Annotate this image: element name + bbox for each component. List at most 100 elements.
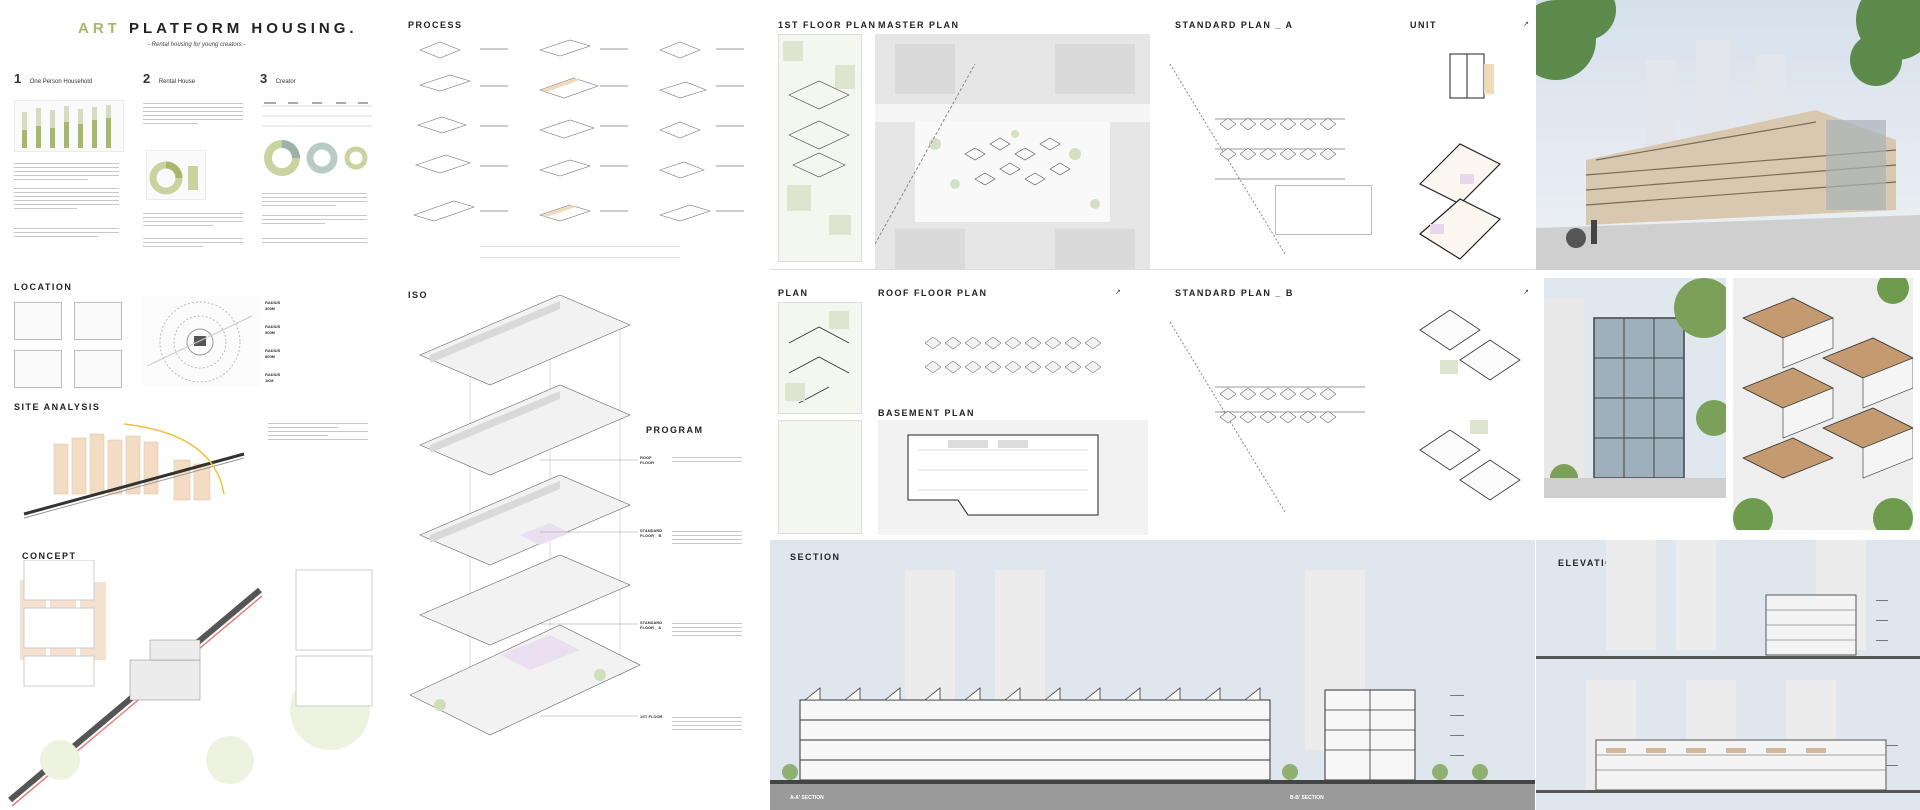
panel-intro: ART PLATFORM HOUSING. - Rental housing f…: [0, 0, 390, 810]
process-quote: [480, 246, 680, 258]
program-title: PROGRAM: [646, 425, 704, 435]
intro-item-2: 2 Rental House: [143, 70, 195, 88]
rental-donut-graphic: [146, 150, 206, 200]
render-exterior-main: [1536, 0, 1920, 270]
intro-text-3c: [262, 235, 367, 246]
section-label-bb: B-B' SECTION: [1290, 795, 1324, 801]
north-arrow-roof: ↗: [1115, 289, 1121, 296]
intro-text-2b: [143, 210, 243, 229]
location-map-4: [74, 350, 122, 388]
standard-plan-b-title: STANDARD PLAN _ B: [1175, 288, 1294, 298]
location-map-2: [74, 302, 122, 340]
basement-plan-title: BASEMENT PLAN: [878, 408, 976, 418]
first-floor-plan-drawing: [778, 34, 862, 262]
radius-sub-2: 500M: [265, 330, 276, 335]
process-title: PROCESS: [408, 20, 463, 30]
section-label-aa: A-A' SECTION: [790, 795, 824, 801]
creator-table-graphic: [262, 102, 372, 127]
render-balconies: [1733, 278, 1913, 530]
master-plan-title: MASTER PLAN: [878, 20, 960, 30]
site-analysis-notes: [268, 420, 368, 443]
household-bar-graphic: [14, 100, 124, 152]
program-notes-2: [672, 528, 742, 547]
radius-label-3: RADIUS: [265, 348, 281, 353]
section-drawing: [770, 570, 1535, 810]
intro-num-2: 2: [143, 71, 151, 86]
radius-sub-4: 1KM: [265, 378, 274, 383]
site-analysis-title: SITE ANALYSIS: [14, 402, 101, 412]
intro-label-2: Rental House: [158, 79, 196, 85]
intro-text-1: [14, 160, 119, 183]
iso-title: ISO: [408, 290, 429, 300]
concept-title: CONCEPT: [22, 551, 77, 561]
program-notes-3: [672, 620, 742, 639]
program-level-1f: 1ST FLOOR: [640, 714, 662, 719]
location-map-1: [14, 302, 62, 340]
render-courtyard: [1544, 278, 1726, 498]
page-subtitle: - Rental housing for young creators -: [148, 42, 246, 48]
program-level-1f-name: 1ST FLOOR: [640, 714, 663, 719]
radius-label-1: RADIUS: [265, 300, 281, 305]
standard-plan-b-drawing: [1169, 321, 1365, 513]
elevation-title: ELEVATION: [1558, 558, 1622, 568]
intro-item-3: 3 Creator: [260, 70, 296, 88]
north-arrow-plan-b: ↗: [1523, 289, 1529, 296]
location-map-3: [14, 350, 62, 388]
standard-plan-a-legend: [1275, 185, 1372, 235]
program-level-b-name: STANDARD: [640, 528, 663, 533]
standard-plan-a-drawing: [1169, 63, 1345, 255]
intro-label-3: Creator: [275, 79, 296, 85]
page-title-accent: ART: [78, 20, 121, 37]
first-floor-plan-title: 1ST FLOOR PLAN: [778, 20, 877, 30]
concept-graphic: [8, 560, 373, 807]
program-notes-4: [672, 714, 742, 733]
elevation-drawing: [1536, 540, 1920, 793]
roof-floor-plan-title: ROOF FLOOR PLAN: [878, 288, 988, 298]
site-analysis-graphic: [14, 414, 264, 524]
unit-drawings: [1418, 53, 1502, 260]
section-title: SECTION: [790, 552, 841, 562]
location-title: LOCATION: [14, 282, 73, 292]
panel-plans-top: 1ST FLOOR PLAN MASTER PLAN STANDARD PLAN…: [770, 0, 1535, 270]
first-floor-plan-lines: [783, 41, 855, 235]
plan-upper-lines: [785, 311, 850, 404]
panel-section: SECTION A-A' SECTION B-B' SECTION: [770, 540, 1535, 810]
program-level-a-sub: FLOOR _ A: [640, 625, 662, 630]
standard-plan-b-units: [1419, 309, 1521, 501]
intro-text-3b: [262, 212, 367, 227]
intro-label-1: One Person Household: [29, 79, 93, 85]
process-diagrams: [413, 39, 744, 222]
intro-text-1c: [14, 225, 119, 240]
master-plan-drawing: [875, 34, 1150, 269]
plan-drawing-lower: [778, 420, 862, 534]
intro-num-3: 3: [260, 71, 268, 86]
intro-text-3: [262, 190, 367, 209]
program-level-b-sub: FLOOR _ B: [640, 533, 662, 538]
iso-exploded-axonometric: [409, 295, 641, 736]
basement-plan-lines: [907, 434, 1099, 516]
intro-text-2: [143, 100, 243, 127]
program-leader-lines: [540, 459, 638, 717]
intro-item-1: 1 One Person Household: [14, 70, 92, 88]
program-level-roof-sub: FLOOR: [640, 460, 654, 465]
plan-title: PLAN: [778, 288, 809, 298]
program-level-roof-name: ROOF: [640, 455, 652, 460]
unit-title: UNIT: [1410, 20, 1437, 30]
intro-text-1b: [14, 185, 119, 212]
page-title-rest: PLATFORM HOUSING.: [120, 20, 358, 37]
panel-plans-middle: PLAN ROOF FLOOR PLAN BASEMENT PLAN STAND…: [770, 270, 1535, 540]
radius-label-4: RADIUS: [265, 372, 281, 377]
standard-plan-a-title: STANDARD PLAN _ A: [1175, 20, 1294, 30]
plan-drawing-upper: [778, 302, 862, 414]
radius-sub-1: 300M: [265, 306, 276, 311]
roof-floor-plan-drawing: [924, 336, 1102, 374]
